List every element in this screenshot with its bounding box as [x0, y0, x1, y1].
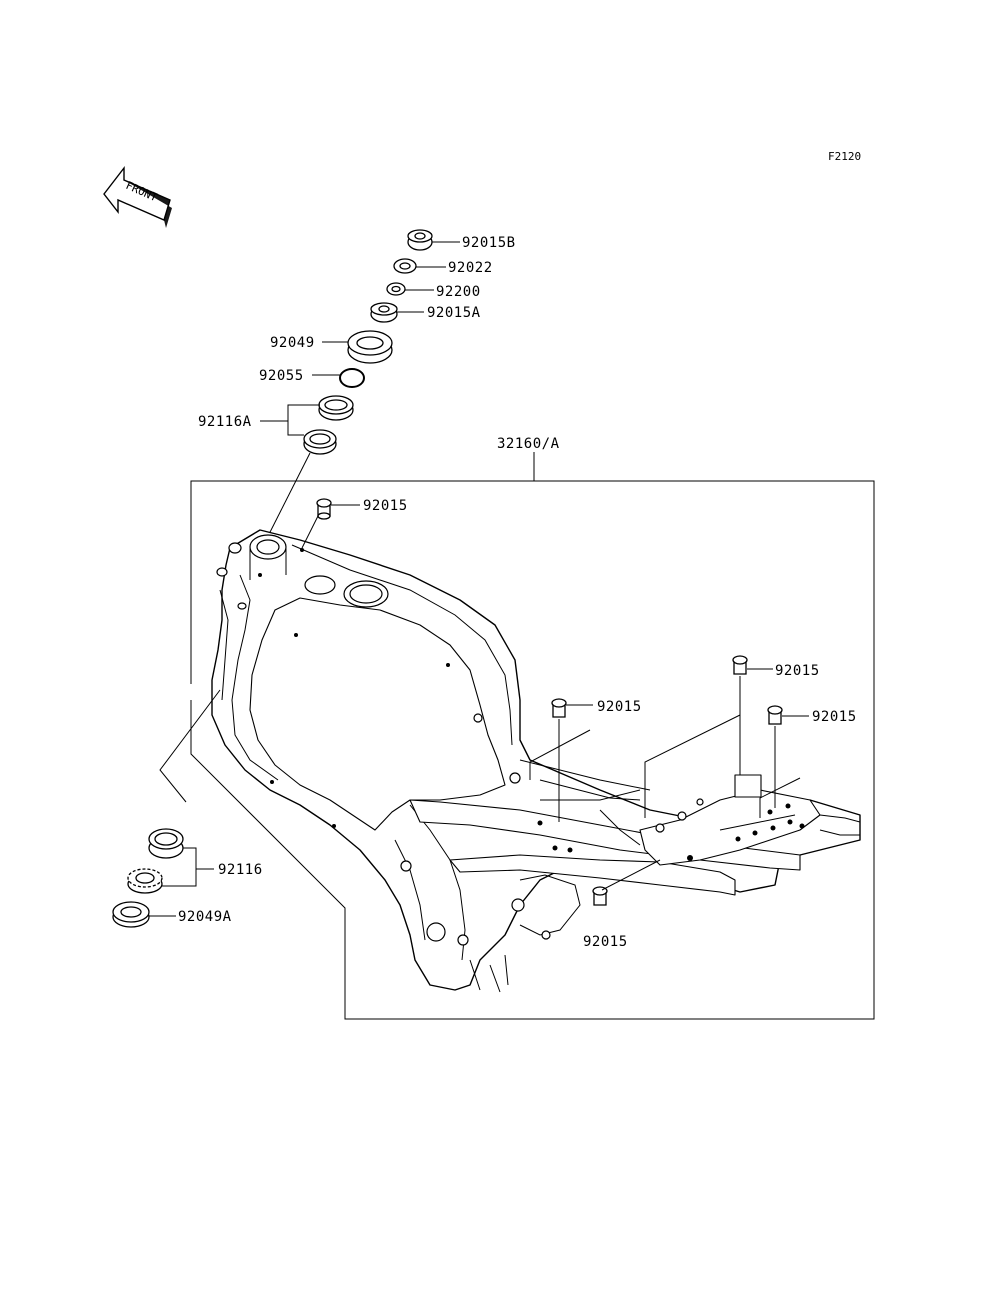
- label-92022: 92022: [448, 260, 493, 276]
- motorcycle-frame: [211, 529, 861, 993]
- label-92049: 92049: [270, 335, 315, 351]
- part-92116A-bearing-upper: [318, 395, 354, 421]
- part-92116-bearing-race: [148, 828, 184, 859]
- part-92015-plug-top: [316, 498, 332, 520]
- part-92116-roller-bearing: [127, 868, 163, 894]
- part-92015-plug-mid: [551, 698, 567, 718]
- part-92049-seal: [347, 330, 393, 364]
- part-92055-o-ring: [339, 368, 365, 388]
- part-92015-plug-bottom: [592, 886, 608, 906]
- part-92015-plug-rear2: [767, 705, 783, 725]
- label-92116A: 92116A: [198, 414, 252, 430]
- label-92200: 92200: [436, 284, 481, 300]
- label-92055: 92055: [259, 368, 304, 384]
- label-92049A: 92049A: [178, 909, 232, 925]
- label-92015-bottom: 92015: [583, 934, 628, 950]
- front-direction-arrow-icon: FRONT: [103, 165, 172, 228]
- label-92015B: 92015B: [462, 235, 516, 251]
- label-92116: 92116: [218, 862, 263, 878]
- label-92015-rear1: 92015: [775, 663, 820, 679]
- label-92015-rear2: 92015: [812, 709, 857, 725]
- part-92022-washer: [393, 258, 417, 274]
- part-92015A-nut: [370, 302, 398, 323]
- part-92049A-seal: [112, 901, 150, 928]
- part-92116A-bearing-lower: [303, 429, 337, 455]
- label-32160A: 32160/A: [497, 436, 560, 452]
- part-92015-plug-rear1: [732, 655, 748, 675]
- label-92015A: 92015A: [427, 305, 481, 321]
- part-92015B-nut: [407, 229, 433, 251]
- figure-code: F2120: [828, 150, 861, 163]
- label-92015-top: 92015: [363, 498, 408, 514]
- part-92200-washer: [386, 282, 406, 296]
- label-92015-mid: 92015: [597, 699, 642, 715]
